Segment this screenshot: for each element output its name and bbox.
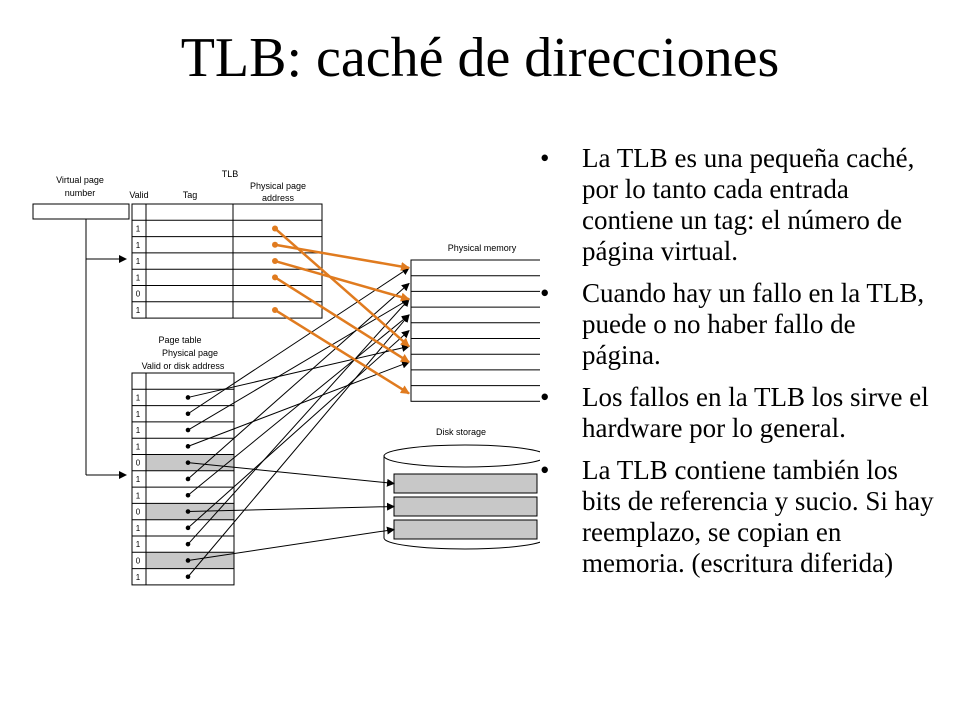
tlb-valid-bit: 1 <box>136 241 141 250</box>
tlb-tag-header: Tag <box>183 190 198 200</box>
page-table-frame <box>131 372 235 586</box>
pt-valid-bit: 0 <box>136 459 141 468</box>
pointer-dot <box>185 492 191 498</box>
physical-memory <box>410 259 540 402</box>
pointer-dot <box>185 558 191 563</box>
disk-storage <box>383 444 540 550</box>
physical-memory-frame <box>410 259 540 402</box>
pointer-dot <box>185 444 191 449</box>
page-table-pointer <box>187 282 410 480</box>
bullet-item: Cuando hay un fallo en la TLB, puede o n… <box>540 278 940 371</box>
page-table-pointer <box>187 502 395 513</box>
tlb-valid-bits: 1 1 1 1 0 1 <box>136 224 141 315</box>
page-table-pointer <box>187 329 410 529</box>
pt-valid-bit: 1 <box>136 573 141 582</box>
tlb-pointer-dot <box>272 225 278 232</box>
physical-memory-label: Physical memory <box>448 243 517 253</box>
pt-valid-bit: 1 <box>136 442 141 451</box>
tlb-table <box>131 203 323 319</box>
page-table-pointer <box>187 314 410 578</box>
pt-valid-bit: 0 <box>136 556 141 565</box>
pt-valid-bit: 1 <box>136 410 141 419</box>
pt-valid-bit: 1 <box>136 524 141 533</box>
tlb-pointer-dot <box>272 306 278 313</box>
tlb-pointer-dot <box>272 241 278 248</box>
pointer-dot <box>185 427 191 433</box>
pointer-dot <box>185 411 191 417</box>
page-table-pointer <box>187 298 410 431</box>
page-table-pointer <box>187 267 410 415</box>
tlb-valid-header: Valid <box>129 190 148 200</box>
disk-slot <box>393 496 538 517</box>
pt-valid-bit: 1 <box>136 475 141 484</box>
tlb-pointer <box>274 276 410 364</box>
pt-valid-bit: 1 <box>136 426 141 435</box>
page-table-label: Page table <box>158 335 201 345</box>
page-table-pointer <box>187 526 395 561</box>
bullet-list: La TLB es una pequeña caché, por lo tant… <box>540 143 940 590</box>
pointer-dot <box>185 395 191 400</box>
tlb-valid-bit: 1 <box>136 257 141 266</box>
page-table <box>131 372 235 586</box>
tlb-pointer <box>274 243 410 271</box>
tlb-pointer-dot <box>272 274 278 281</box>
slide-title: TLB: caché de direcciones <box>180 27 780 89</box>
tlb-phys-header-line1: Physical page <box>250 181 306 191</box>
virtual-page-connector <box>85 219 127 479</box>
pt-header-line2: Valid or disk address <box>142 361 225 371</box>
page-table-pointer <box>187 314 410 496</box>
pointer-dot <box>185 525 191 531</box>
disk-slot <box>393 473 538 494</box>
virtual-page-label-line2: number <box>65 188 96 198</box>
pointer-dot <box>185 509 191 514</box>
tlb-frame <box>131 203 323 319</box>
pt-valid-bit: 1 <box>136 540 141 549</box>
tlb-pointer <box>274 227 410 348</box>
pointer-dot <box>185 460 191 465</box>
tlb-valid-bit: 1 <box>136 273 141 282</box>
tlb-phys-header-line2: address <box>262 193 295 203</box>
page-table-pointer <box>187 462 395 487</box>
page-table-pointer <box>187 360 410 447</box>
virtual-page-label-line1: Virtual page <box>56 175 104 185</box>
tlb-valid-bit: 1 <box>136 224 141 233</box>
tlb-valid-bit: 0 <box>136 290 141 299</box>
pointer-dot <box>185 541 191 547</box>
pt-valid-bit: 0 <box>136 508 141 517</box>
bullet-item: La TLB es una pequeña caché, por lo tant… <box>540 143 940 267</box>
tlb-label: TLB <box>222 169 239 179</box>
pt-header-line1: Physical page <box>162 348 218 358</box>
bullet-item: La TLB contiene también los bits de refe… <box>540 455 940 579</box>
tlb-diagram: Virtual page number TLB Valid Tag Physic… <box>32 169 540 586</box>
tlb-pointers <box>272 225 410 395</box>
tlb-pointer-dot <box>272 258 278 265</box>
pointer-dot <box>185 476 191 482</box>
pt-valid-bit: 1 <box>136 393 141 402</box>
pointer-dot <box>185 574 191 580</box>
virtual-page-number-box <box>32 203 130 220</box>
disk-slot <box>393 519 538 540</box>
bullet-item: Los fallos en la TLB los sirve el hardwa… <box>540 382 940 444</box>
tlb-valid-bit: 1 <box>136 306 141 315</box>
tlb-pointer <box>274 308 410 395</box>
pt-valid-bit: 1 <box>136 491 141 500</box>
disk-storage-label: Disk storage <box>436 427 486 437</box>
page-table-pointers <box>185 267 410 580</box>
tlb-pointer <box>274 259 410 302</box>
page-table-valid-bits: 1 1 1 1 0 1 1 0 1 1 0 1 <box>136 393 141 581</box>
